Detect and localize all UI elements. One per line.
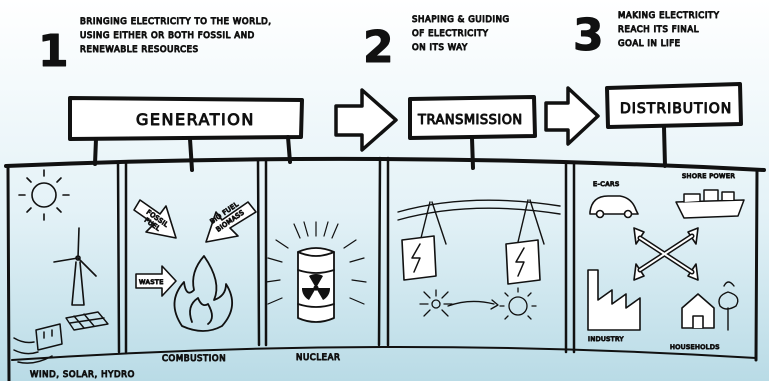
- distribution-header: Distribution: [607, 84, 741, 166]
- step-1-note-line-1: Bringing electricity to the world,: [80, 17, 272, 27]
- transmission-panel: [398, 200, 560, 319]
- energy-burst-icon: [420, 288, 536, 319]
- power-box-icon: [402, 236, 540, 284]
- step-3-note-line-3: goal in life: [618, 39, 681, 49]
- tree-icon: [719, 282, 738, 330]
- electric-car-icon: [590, 196, 638, 218]
- combustion-label: Combustion: [162, 354, 226, 364]
- industry-label: Industry: [588, 335, 624, 343]
- step-3-number: 3: [573, 10, 604, 61]
- step-1-note-line-3: renewable resources: [80, 45, 199, 55]
- transmission-header: Transmission: [410, 97, 535, 168]
- households-label: Households: [670, 343, 720, 351]
- renewables-panel: Wind, solar, hydro: [14, 170, 135, 380]
- nuclear-panel: Nuclear: [266, 222, 366, 363]
- step-2-number: 2: [363, 22, 394, 73]
- four-way-arrow-icon: [634, 228, 698, 280]
- shore-power-label: Shore power: [682, 172, 735, 180]
- step-1-note-line-2: using either or both fossil and: [80, 31, 255, 41]
- step-2-note-line-1: Shaping & guiding: [412, 15, 510, 25]
- step-3-note-line-1: Making electricity: [618, 11, 720, 21]
- wind-turbine-icon: [54, 228, 96, 305]
- flow-arrow-icon: [336, 90, 396, 150]
- ship-icon: [676, 190, 744, 218]
- flow-arrow-icon: [546, 88, 598, 144]
- combustion-panel: Fossil fuel Bio fuel Biomass Waste Combu…: [134, 200, 256, 364]
- ecars-label: E-cars: [593, 180, 619, 188]
- step-1-number: 1: [38, 26, 69, 77]
- waste-label: Waste: [139, 278, 164, 286]
- transmission-label: Transmission: [417, 113, 523, 128]
- step-2-note-line-2: of electricity: [412, 29, 489, 39]
- factory-icon: [588, 270, 640, 330]
- renewables-label: Wind, solar, hydro: [30, 370, 135, 380]
- step-3-note-line-2: reach its final: [618, 25, 699, 35]
- distribution-label: Distribution: [620, 101, 732, 117]
- generation-label: Generation: [136, 110, 255, 129]
- nuclear-label: Nuclear: [296, 353, 341, 363]
- panel-band: [6, 158, 764, 381]
- solar-panel-icon: [66, 312, 108, 330]
- sun-icon: [19, 170, 69, 220]
- house-icon: [682, 294, 714, 328]
- distribution-panel: E-cars Shore power Industry: [588, 172, 744, 351]
- flame-icon: [174, 256, 232, 331]
- step-2-note-line-3: on its way: [412, 43, 468, 53]
